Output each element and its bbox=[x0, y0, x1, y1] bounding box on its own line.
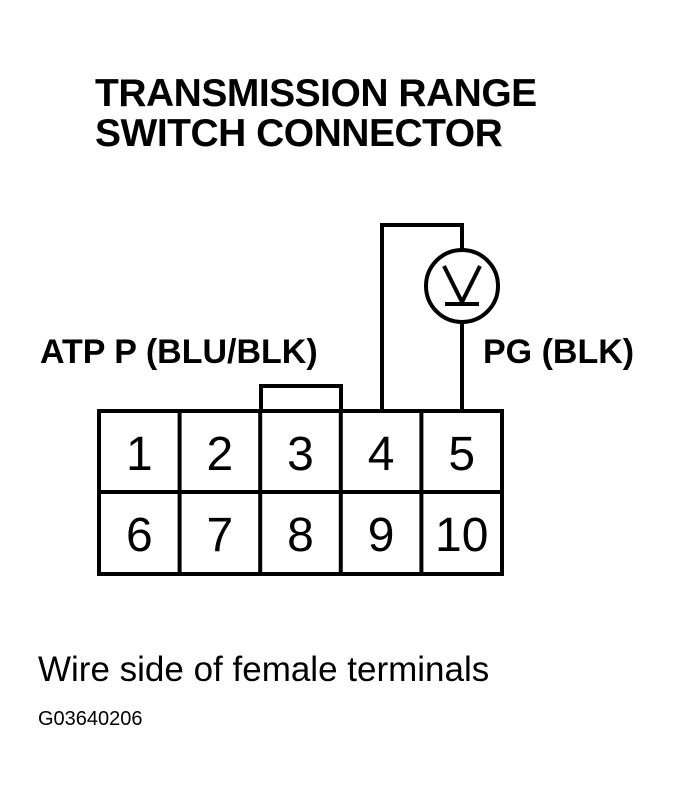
pin-2-label: 2 bbox=[207, 428, 234, 481]
pin-row-1: 1 2 3 4 5 bbox=[126, 428, 475, 481]
test-wiring bbox=[380, 223, 464, 411]
connector-body bbox=[97, 409, 504, 576]
caption: Wire side of female terminals bbox=[38, 650, 490, 689]
pin-1-label: 1 bbox=[126, 428, 153, 481]
pin-10-label: 10 bbox=[435, 509, 488, 562]
diagram-title: TRANSMISSION RANGE SWITCH CONNECTOR bbox=[95, 74, 537, 154]
pg-label: PG (BLK) bbox=[483, 333, 635, 371]
pin-row-2: 6 7 8 9 10 bbox=[126, 509, 488, 562]
pin-8-label: 8 bbox=[287, 509, 314, 562]
pin-6-label: 6 bbox=[126, 509, 153, 562]
voltmeter-icon bbox=[424, 248, 500, 324]
title-line-2: SWITCH CONNECTOR bbox=[95, 112, 503, 155]
figure-code: G03640206 bbox=[38, 708, 143, 730]
atp-p-label: ATP P (BLU/BLK) bbox=[40, 333, 318, 371]
pin-3-label: 3 bbox=[287, 428, 314, 481]
title-line-1: TRANSMISSION RANGE bbox=[95, 72, 537, 115]
pin-7-label: 7 bbox=[207, 509, 234, 562]
pin-5-label: 5 bbox=[448, 428, 475, 481]
wire-pin4-to-meter bbox=[380, 223, 464, 411]
pin-4-label: 4 bbox=[368, 428, 395, 481]
pin-9-label: 9 bbox=[368, 509, 395, 562]
connector-lock-tab bbox=[259, 384, 343, 413]
